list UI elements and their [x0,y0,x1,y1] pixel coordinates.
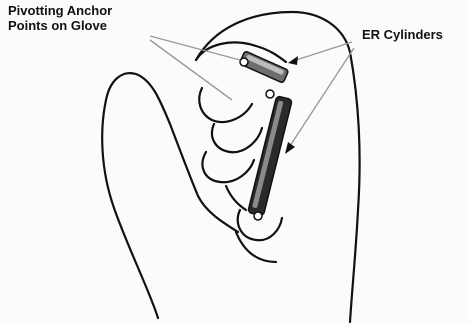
middle-finger [212,124,262,152]
anchor-points-label: Pivotting Anchor Points on Glove [8,3,112,33]
er-cylinders-group [239,51,292,216]
glove-outline [102,12,359,322]
thumb-outline [102,73,198,318]
wrist-crease [226,186,246,210]
leader-er-1 [290,42,352,62]
arrowhead-er-2 [285,142,295,154]
leader-anchor-1 [150,36,240,60]
index-finger [199,88,252,122]
er-cylinders-label: ER Cylinders [362,27,443,42]
anchor-points-label-line2: Points on Glove [8,18,112,33]
ring-finger [202,152,254,182]
palm-crease [198,196,238,232]
er-cylinder-upper [239,51,289,83]
arrowhead-er-1 [288,56,298,65]
anchor-point-middle [266,90,274,98]
leader-anchor-2 [150,40,232,100]
anchor-points-label-line1: Pivotting Anchor [8,3,112,18]
glove-back-outline [196,12,360,322]
er-cylinder-lower [248,96,293,216]
anchor-point-upper [240,58,248,66]
anchor-point-lower [254,212,262,220]
